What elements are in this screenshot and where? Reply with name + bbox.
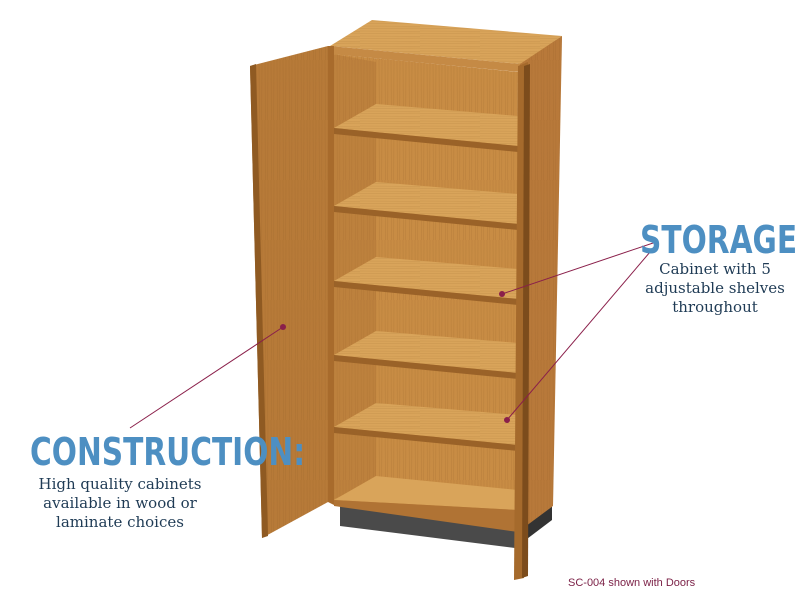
shelf-grain <box>334 257 518 299</box>
model-caption: SC-004 shown with Doors <box>568 577 696 589</box>
storage-leader-line-lower <box>506 244 657 421</box>
cabinet-left-edge <box>328 46 334 505</box>
construction-heading: CONSTRUCTION: <box>30 430 306 474</box>
shelf-edge <box>334 206 518 230</box>
right-door <box>514 62 530 580</box>
shelf-grain <box>334 403 518 445</box>
cabinet-bottom-edge <box>334 500 518 532</box>
cabinet-top <box>330 20 562 72</box>
cabinet-floor <box>334 476 518 510</box>
storage-marker-lower <box>504 417 510 423</box>
shelf-edge <box>334 128 518 152</box>
shelf-edge <box>334 355 518 379</box>
leader-lines <box>129 241 657 429</box>
shelf-edge <box>334 281 518 305</box>
storage-description: Cabinet with 5 adjustable shelves throug… <box>645 260 785 316</box>
storage-leader-line-upper <box>501 241 657 295</box>
shelf-grain <box>334 331 518 373</box>
storage-heading: STORAGE: <box>640 218 800 262</box>
construction-description: High quality cabinets available in wood … <box>38 475 202 531</box>
storage-marker-upper <box>499 291 505 297</box>
left-door <box>250 46 328 538</box>
construction-leader-line <box>129 326 284 429</box>
construction-marker <box>280 324 286 330</box>
shelf-grain <box>334 182 518 224</box>
shelf-grain <box>334 104 518 146</box>
cabinet-shelves <box>334 104 518 510</box>
shelf-edge <box>334 427 518 451</box>
